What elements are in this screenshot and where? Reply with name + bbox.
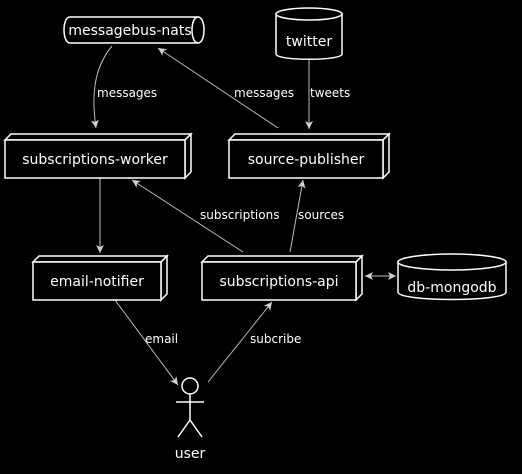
node-label-subscriptions-api: subscriptions-api	[219, 274, 338, 290]
edge-messagebus-to-worker	[90, 45, 113, 129]
node-messagebus-nats	[63, 16, 205, 44]
edge-publisher-to-messagebus	[157, 47, 279, 129]
edge-label-subscriptions: subscriptions	[200, 208, 279, 222]
edge-user-to-api	[207, 301, 273, 383]
edge-api-to-worker	[131, 179, 244, 253]
edge-label-messages-out: messages	[234, 86, 294, 100]
node-label-source-publisher: source-publisher	[248, 152, 365, 168]
node-subscriptions-api	[200, 254, 364, 302]
user-actor-icon	[176, 377, 204, 438]
edge-api-to-publisher	[289, 179, 306, 253]
node-label-db-mongodb: db-mongodb	[407, 280, 496, 296]
node-source-publisher	[227, 132, 391, 180]
node-label-email-notifier: email-notifier	[50, 274, 144, 290]
edge-notifier-to-user	[114, 299, 179, 386]
node-db-mongodb	[397, 253, 507, 301]
edges	[90, 45, 396, 386]
node-label-twitter: twitter	[286, 34, 332, 50]
edge-label-sources: sources	[298, 208, 344, 222]
edge-label-tweets: tweets	[310, 86, 350, 100]
node-email-notifier	[31, 254, 169, 302]
node-subscriptions-worker	[3, 132, 193, 180]
node-label-subscriptions-worker: subscriptions-worker	[22, 152, 168, 168]
node-label-user: user	[175, 446, 206, 462]
node-twitter	[275, 7, 343, 60]
edge-label-email: email	[145, 332, 178, 346]
edge-label-subcribe: subcribe	[250, 332, 301, 346]
edge-label-messages-in: messages	[97, 86, 157, 100]
node-label-messagebus-nats: messagebus-nats	[68, 23, 191, 39]
